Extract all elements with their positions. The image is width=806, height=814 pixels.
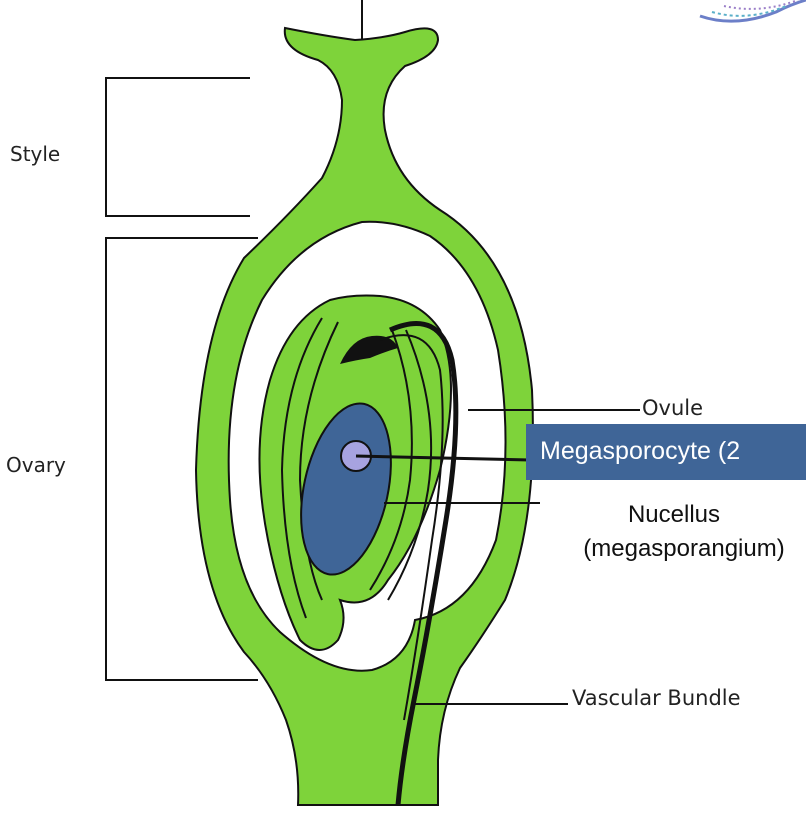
nucellus-label-line2: (megasporangium) xyxy=(583,535,785,562)
style-bracket xyxy=(105,77,250,217)
vascular-bundle-label: Vascular Bundle xyxy=(572,686,741,710)
nucellus-label-line1: Nucellus xyxy=(627,501,721,528)
logo-fragment xyxy=(699,0,806,23)
nucellus-label: Nucellus (megasporangium) xyxy=(554,498,806,566)
ovary-bracket xyxy=(105,237,258,681)
style-label: Style xyxy=(10,142,61,166)
integument-line-1 xyxy=(280,317,323,619)
megasporocyte-label-box xyxy=(526,424,806,480)
integument-line-2 xyxy=(298,321,339,601)
vascular-bundle-strand xyxy=(388,320,459,806)
ovary-label: Ovary xyxy=(6,453,66,477)
ovule-label: Ovule xyxy=(642,396,704,420)
megasporocyte-leader xyxy=(355,454,531,462)
micropyle xyxy=(340,335,398,364)
integument-line-4 xyxy=(387,329,433,601)
megasporocyte-label: Megasporocyte (2 xyxy=(540,437,741,465)
funiculus-line xyxy=(379,334,444,721)
integument-line-3 xyxy=(369,329,413,591)
